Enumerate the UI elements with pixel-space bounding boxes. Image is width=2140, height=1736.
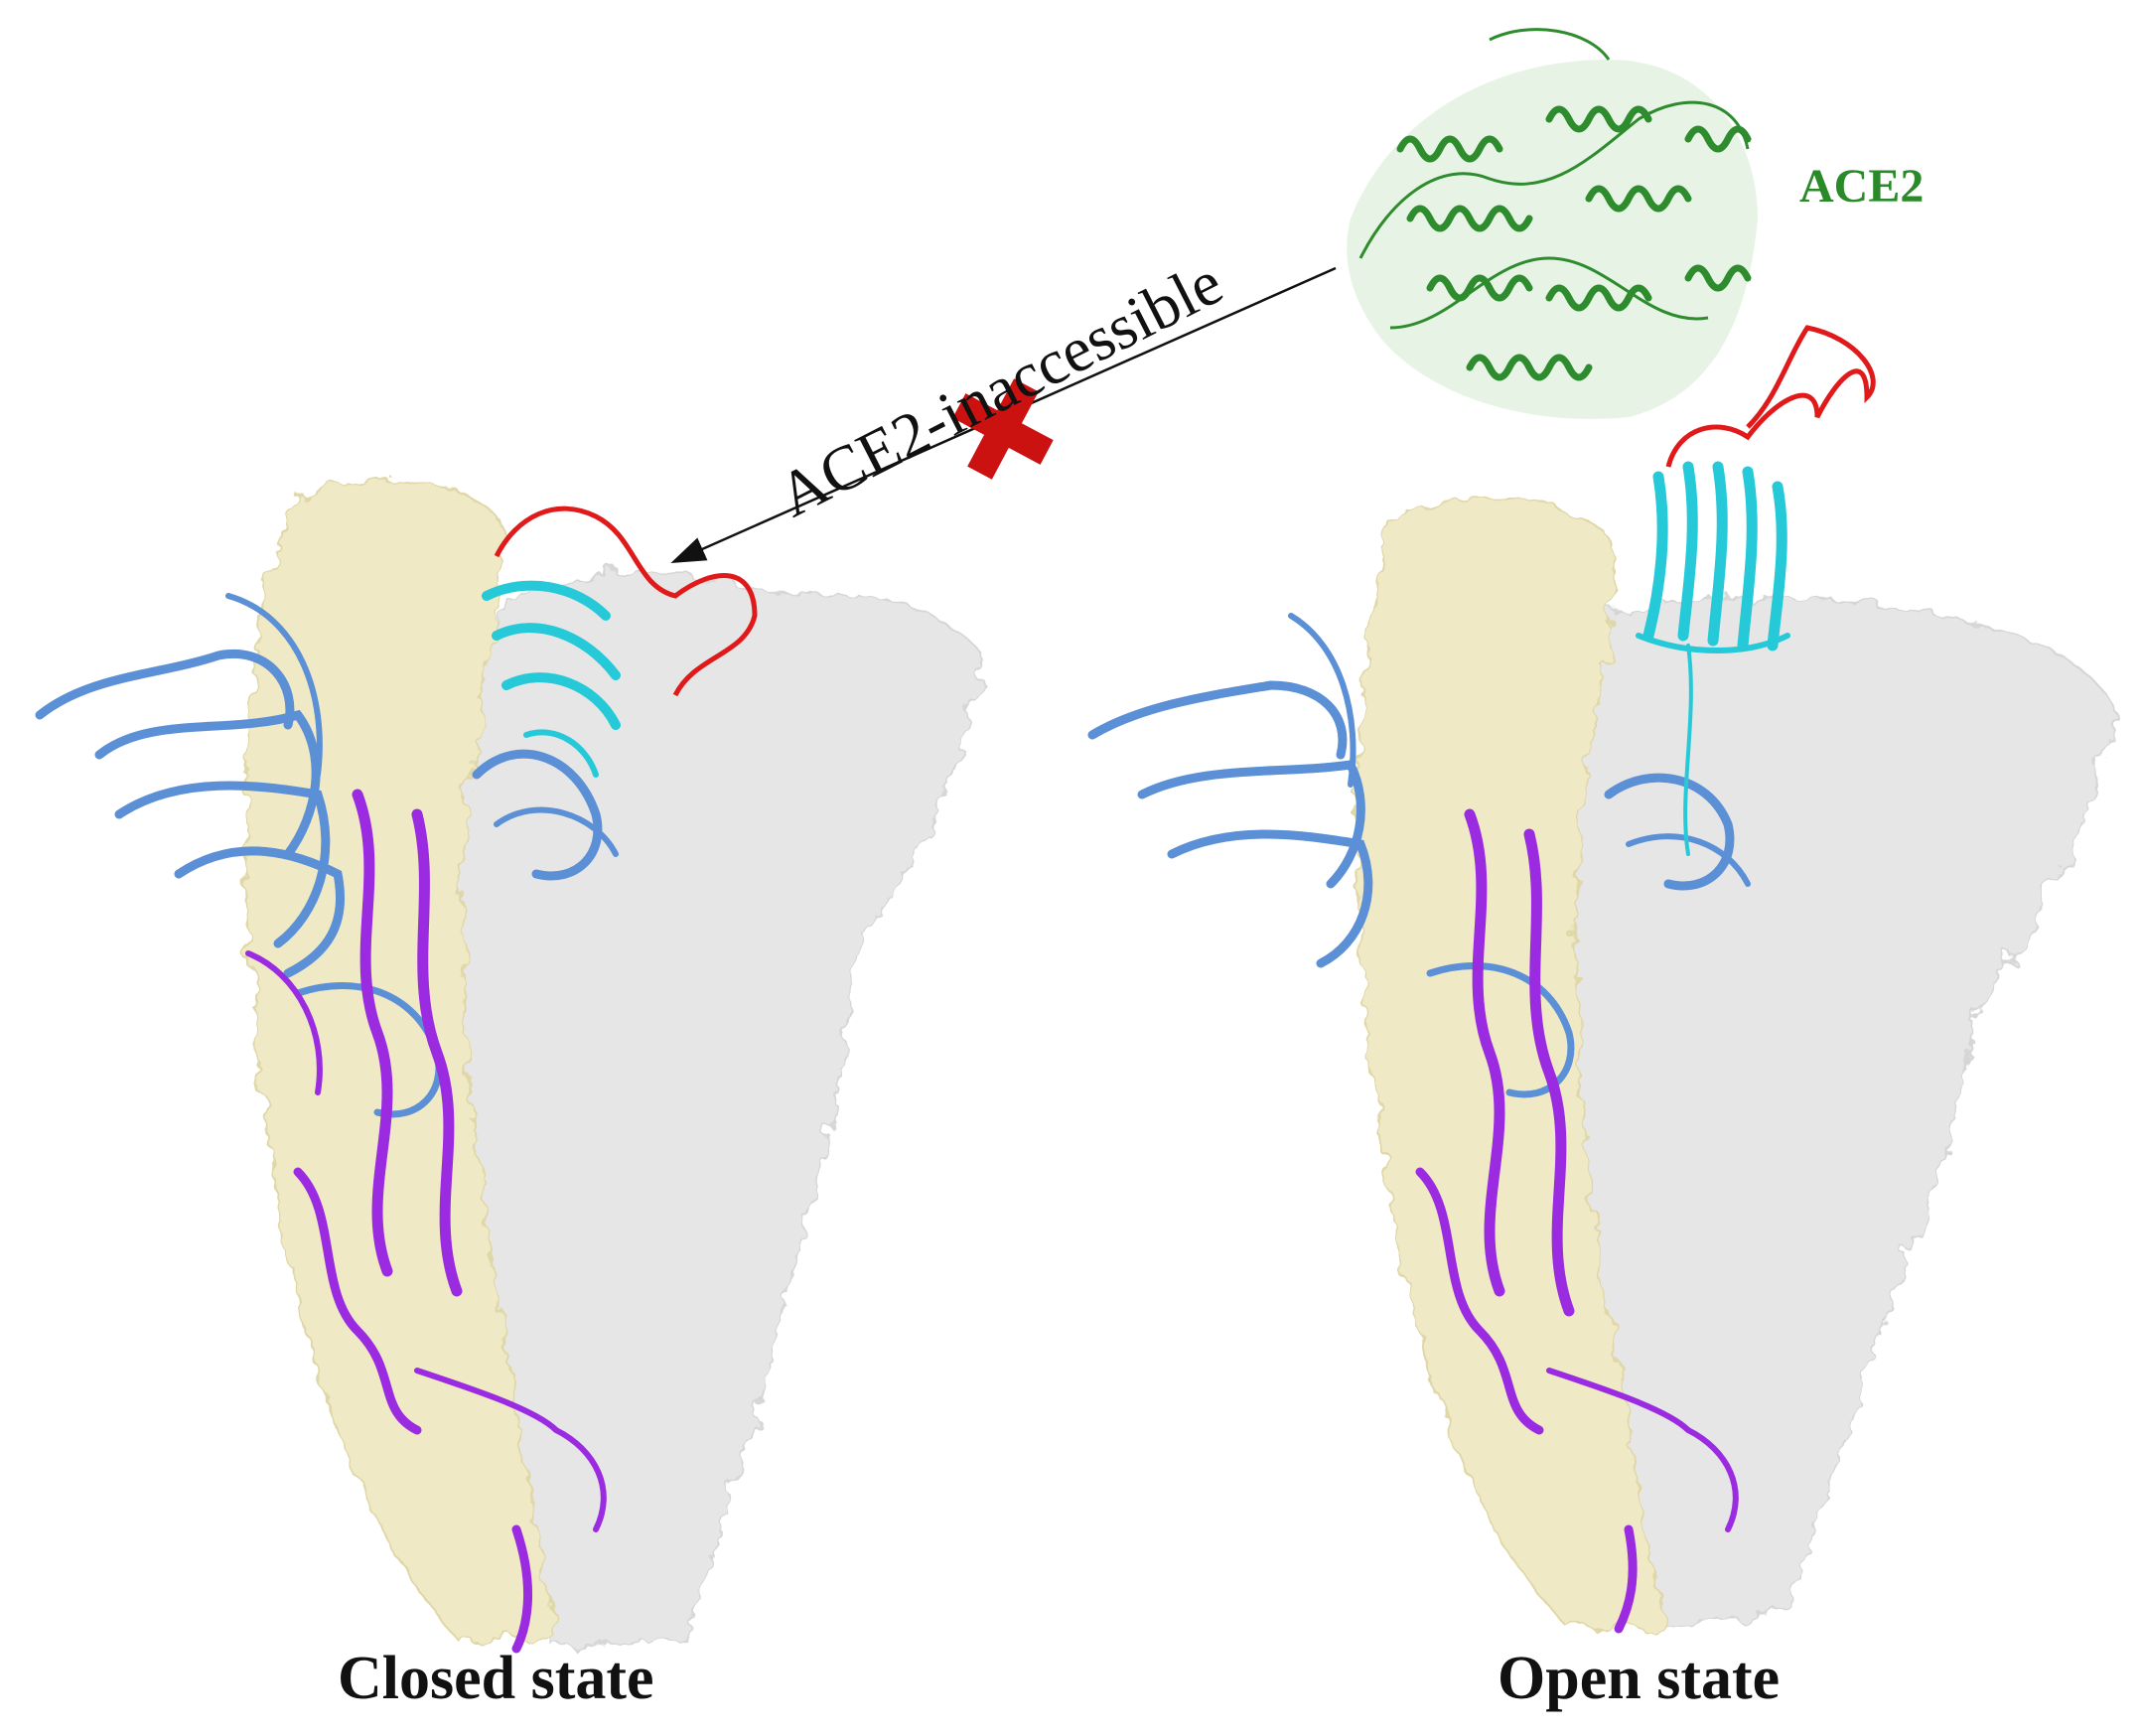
- closed-rbd-ribbons: [482, 580, 621, 778]
- open-state-structure: [1087, 325, 2117, 1634]
- closed-state-structure: [35, 478, 985, 1654]
- open-yellow-density: [1356, 498, 1670, 1630]
- open-ntd-ribbons: [1087, 613, 1751, 1098]
- closed-ntd-ribbons: [35, 593, 619, 1118]
- open-s2-ribbons: [1415, 808, 1739, 1634]
- closed-s2-ribbons: [245, 789, 607, 1654]
- open-rbm-loop: [1665, 325, 1876, 468]
- open-rbd-ribbons: [1636, 461, 1790, 856]
- open-white-density: [1557, 596, 2117, 1631]
- open-state-caption: Open state: [1498, 1645, 1781, 1712]
- closed-rbm-loop: [494, 506, 758, 697]
- ace2-label: ACE2: [1799, 160, 1925, 213]
- ace2-structure: [1347, 28, 1758, 419]
- closed-yellow-density: [244, 478, 558, 1640]
- red-cross-icon: [952, 378, 1054, 480]
- closed-state-caption: Closed state: [338, 1645, 654, 1712]
